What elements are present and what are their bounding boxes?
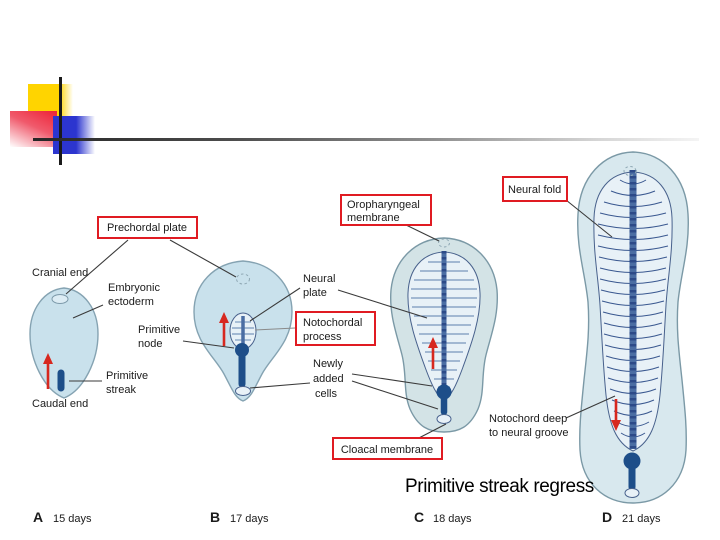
deco-red-square xyxy=(10,111,57,147)
label-caudal-end: Caudal end xyxy=(32,398,88,410)
cloacal-region-d xyxy=(624,488,640,498)
oropharyngeal-region-b xyxy=(236,273,250,285)
label-neural-plate-2: plate xyxy=(303,287,327,299)
label-newly-2: added xyxy=(313,373,344,385)
oropharyngeal-membrane-box: Oropharyngeal membrane xyxy=(340,194,432,226)
cloacal-region-c xyxy=(436,414,452,424)
stage-b-letter: B xyxy=(210,509,220,525)
neural-fold-box: Neural fold xyxy=(502,176,568,202)
stage-b-days: 17 days xyxy=(230,513,269,525)
plain-labels: Cranial end Embryonic ectoderm Primitive… xyxy=(32,267,569,439)
label-cranial-end: Cranial end xyxy=(32,267,88,279)
prechordal-plate-box: Prechordal plate xyxy=(97,216,198,239)
stage-a-letter: A xyxy=(33,509,43,525)
label-oropharyngeal-1: Oropharyngeal xyxy=(347,199,420,211)
connector-lines xyxy=(65,199,616,441)
label-newly-3: cells xyxy=(315,388,338,400)
label-embryonic: Embryonic xyxy=(108,282,160,294)
label-newly-1: Newly xyxy=(313,358,343,370)
caption-primitive-streak-regress: Primitive streak regress xyxy=(405,476,594,497)
label-ectoderm: ectoderm xyxy=(108,296,154,308)
up-arrow-b xyxy=(219,312,229,346)
label-primitive-node-1: Primitive xyxy=(138,324,180,336)
stage-c-days: 18 days xyxy=(433,513,472,525)
up-arrow-c xyxy=(428,337,438,369)
deco-yellow-square xyxy=(28,84,73,116)
prechordal-plate-region xyxy=(51,294,69,304)
label-oropharyngeal-2: membrane xyxy=(347,212,400,224)
up-arrow-a xyxy=(43,353,53,389)
deco-vertical-line xyxy=(59,77,62,165)
label-primitive-node-2: node xyxy=(138,338,162,350)
stage-d-letter: D xyxy=(602,509,612,525)
label-notochord-deep-1: Notochord deep xyxy=(489,413,567,425)
oropharyngeal-region-c xyxy=(438,238,450,248)
label-primitive-streak-1: Primitive xyxy=(106,370,148,382)
down-arrow-d xyxy=(611,399,621,431)
label-primitive-streak-2: streak xyxy=(106,384,136,396)
oropharyngeal-region-d xyxy=(623,166,637,176)
label-cloacal-membrane: Cloacal membrane xyxy=(341,444,433,456)
label-prechordal-plate: Prechordal plate xyxy=(107,222,187,234)
embryo-b xyxy=(193,260,293,402)
label-notochordal-1: Notochordal xyxy=(303,317,362,329)
label-notochordal-2: process xyxy=(303,331,342,343)
label-neural-plate-1: Neural xyxy=(303,273,335,285)
stage-a-days: 15 days xyxy=(53,513,92,525)
label-notochord-deep-2: to neural groove xyxy=(489,427,569,439)
boxed-labels: Prechordal plate Oropharyngeal membrane … xyxy=(97,176,568,460)
stage-d-days: 21 days xyxy=(622,513,661,525)
embryo-d xyxy=(577,151,689,504)
cloacal-region-b xyxy=(235,386,251,396)
notochordal-process-box: Notochordal process xyxy=(295,311,376,346)
embryo-c xyxy=(389,237,499,433)
regression-arrows xyxy=(43,312,621,431)
label-neural-fold: Neural fold xyxy=(508,184,561,196)
cloacal-membrane-box: Cloacal membrane xyxy=(332,437,443,460)
stage-labels: A 15 days B 17 days C 18 days D 21 days xyxy=(33,509,661,525)
stage-c-letter: C xyxy=(414,509,424,525)
deco-horizontal-rule xyxy=(33,138,699,141)
